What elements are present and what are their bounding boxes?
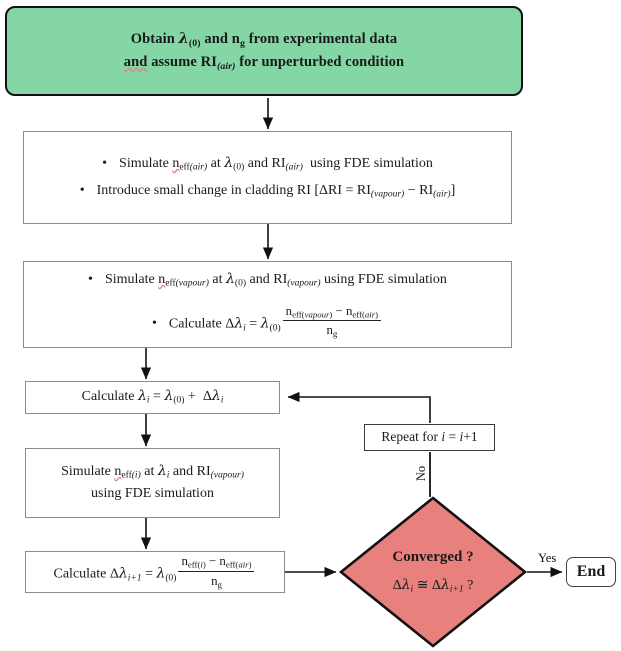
step-5-text: Calculate Δλi+1 = λ(0)neff(i) − neff(air… — [54, 553, 257, 590]
node-end[interactable]: End — [566, 557, 616, 587]
node-decision[interactable]: Converged ? Δλi ≅ Δλi+1 ? — [337, 494, 529, 650]
node-step-3[interactable]: Calculate λi = λ(0) + Δλi — [25, 381, 280, 414]
step-1-bullet-1: • Simulate neff(air) at λ(0) and RI(air)… — [102, 155, 433, 173]
start-line-2: and assume RI(air) for unperturbed condi… — [123, 54, 405, 72]
node-start[interactable]: Obtain λ(0) and ng from experimental dat… — [5, 6, 523, 96]
step-3-text: Calculate λi = λ(0) + Δλi — [81, 388, 224, 406]
step-4-line-2: using FDE simulation — [91, 486, 214, 502]
node-step-2[interactable]: • Simulate neff(vapour) at λ(0) and RI(v… — [23, 261, 512, 348]
node-step-5[interactable]: Calculate Δλi+1 = λ(0)neff(i) − neff(air… — [25, 551, 285, 593]
step-2-bullet-2: • Calculate Δλi = λ(0)neff(vapour) − nef… — [152, 303, 383, 340]
start-line-1: Obtain λ(0) and ng from experimental dat… — [130, 29, 398, 49]
step-1-bullet-2: • Introduce small change in cladding RI … — [79, 182, 456, 200]
repeat-text: Repeat for i = i+1 — [381, 429, 478, 445]
edge-label-yes: Yes — [538, 551, 557, 565]
node-step-1[interactable]: • Simulate neff(air) at λ(0) and RI(air)… — [23, 131, 512, 224]
node-repeat[interactable]: Repeat for i = i+1 — [364, 424, 495, 451]
end-text: End — [576, 562, 606, 580]
step-4-line-1: Simulate neff(i) at λi and RI(vapour) — [61, 462, 244, 481]
step-2-bullet-1: • Simulate neff(vapour) at λ(0) and RI(v… — [88, 271, 447, 289]
edge-label-no: No — [414, 465, 429, 482]
node-step-4[interactable]: Simulate neff(i) at λi and RI(vapour) us… — [25, 448, 280, 518]
decision-shape — [338, 496, 528, 648]
